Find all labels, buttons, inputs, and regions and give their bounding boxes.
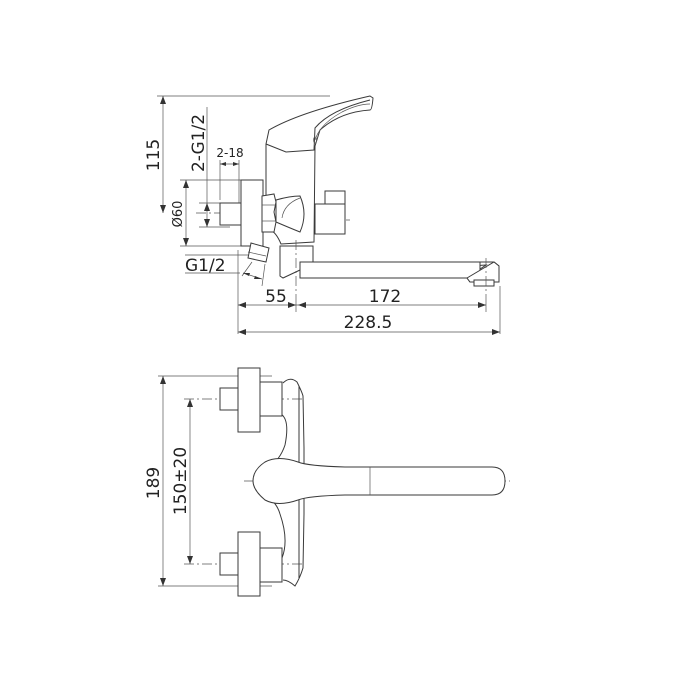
dim-2-18-label: 2-18: [216, 146, 243, 160]
dim-g12-label: G1/2: [185, 256, 226, 276]
diverter-knob: [275, 195, 305, 233]
lower-inlet-stub: [219, 552, 239, 576]
dim-bottom: 55 172 228.5: [237, 250, 501, 335]
upper-flange: [237, 367, 261, 433]
connection-nut: [261, 193, 277, 233]
lever-handle: [265, 99, 371, 153]
top-view: 189 150±20: [144, 367, 510, 597]
lower-outlet: [247, 242, 270, 263]
dim-115-label: 115: [144, 139, 164, 171]
dim-g12: G1/2: [185, 254, 263, 280]
dim-diameter-60-label: Ø60: [171, 201, 186, 228]
right-inlet: [314, 203, 346, 235]
dim-150-20-label: 150±20: [171, 447, 191, 515]
dim-diameter-60: Ø60: [171, 179, 262, 247]
dim-2-g12: 2-G1/2: [189, 107, 230, 228]
dim-2-g12-label: 2-G1/2: [189, 114, 209, 172]
upper-inlet-stub: [219, 387, 239, 411]
aerator: [473, 279, 495, 287]
dim-115: 115: [144, 95, 330, 213]
side-view: 115 2-G1/2 2-18 Ø60: [144, 95, 501, 335]
wall-flange: [240, 179, 264, 247]
lower-flange: [237, 531, 261, 597]
lever-handle-top: [252, 458, 506, 504]
dim-55-label: 55: [265, 287, 287, 307]
dim-189-label: 189: [144, 467, 164, 499]
inlet-stub: [219, 202, 242, 226]
dim-172-label: 172: [369, 287, 401, 307]
dim-150-20: 150±20: [171, 399, 193, 564]
dim-228-5-label: 228.5: [344, 313, 393, 333]
